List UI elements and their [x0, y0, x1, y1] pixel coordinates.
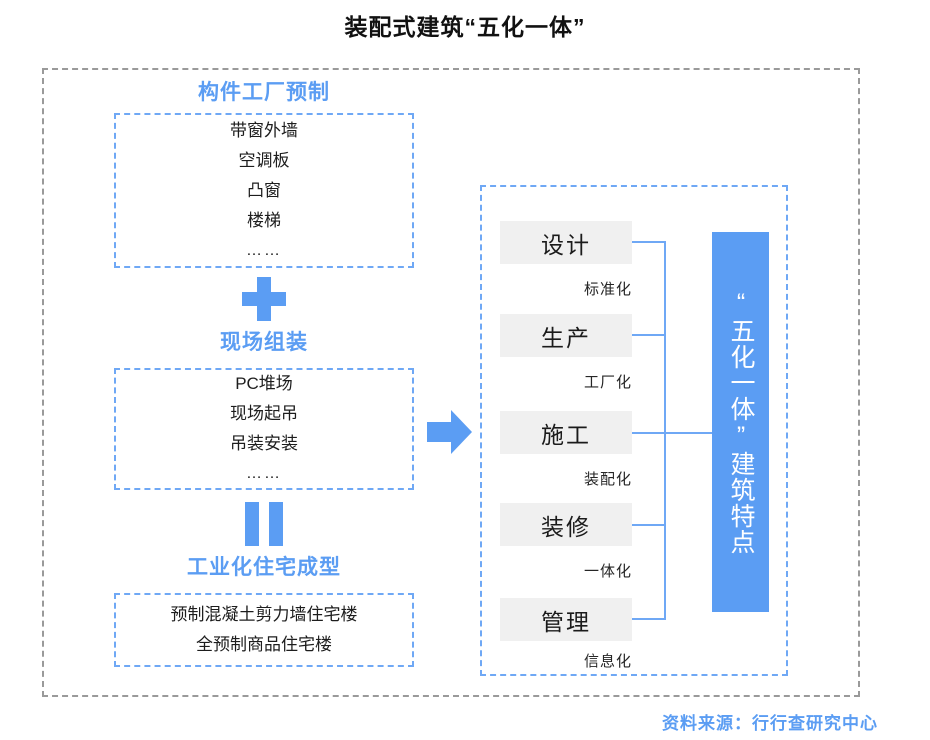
list-item: PC堆场 — [235, 374, 293, 393]
section-heading-assembly: 现场组装 — [220, 331, 308, 354]
stage-caption-construction: 装配化 — [583, 471, 632, 488]
feature-bar-label: “五化一体”建筑特点 — [727, 289, 755, 555]
plus-icon-vertical-bar — [257, 277, 271, 321]
stage-box-design[interactable]: 设计 — [500, 221, 632, 264]
list-item: 空调板 — [238, 150, 290, 170]
feature-bar: “五化一体”建筑特点 — [712, 232, 769, 612]
stage-caption-design: 标准化 — [583, 281, 632, 298]
list-item: 现场起吊 — [230, 404, 298, 423]
connector-line-management — [632, 618, 666, 620]
equals-icon — [245, 502, 283, 546]
source-note: 资料来源：行行查研究中心 — [662, 714, 878, 733]
plus-icon — [242, 277, 286, 321]
stage-caption-decoration: 一体化 — [583, 563, 632, 580]
stage-box-decoration[interactable]: 装修 — [500, 503, 632, 546]
connector-line-production — [632, 334, 666, 336]
list-item: 带窗外墙 — [230, 120, 298, 140]
section-box-assembly: PC堆场 现场起吊 吊装安装 …… — [114, 368, 414, 490]
list-item: 楼梯 — [247, 210, 281, 230]
stage-box-production[interactable]: 生产 — [500, 314, 632, 357]
equals-icon-bar-left — [245, 502, 259, 546]
list-item-ellipsis: …… — [246, 465, 282, 482]
stage-caption-production: 工厂化 — [583, 374, 632, 391]
list-item: 凸窗 — [247, 180, 281, 200]
stage-box-construction[interactable]: 施工 — [500, 411, 632, 454]
section-box-prefab: 带窗外墙 空调板 凸窗 楼梯 …… — [114, 113, 414, 268]
connector-trunk-line — [664, 241, 666, 620]
connector-line-decoration — [632, 524, 666, 526]
list-item: 全预制商品住宅楼 — [196, 635, 332, 654]
list-item: 预制混凝土剪力墙住宅楼 — [170, 605, 358, 624]
stage-box-management[interactable]: 管理 — [500, 598, 632, 641]
page-title: 装配式建筑“五化一体” — [344, 14, 586, 40]
section-box-result: 预制混凝土剪力墙住宅楼 全预制商品住宅楼 — [114, 593, 414, 667]
stage-caption-management: 信息化 — [583, 653, 632, 670]
section-heading-result: 工业化住宅成型 — [187, 556, 341, 579]
equals-icon-bar-right — [269, 502, 283, 546]
connector-line-construction — [632, 432, 712, 434]
list-item-ellipsis: …… — [246, 241, 282, 259]
feature-panel-frame — [480, 185, 788, 676]
diagram-outer-frame — [42, 68, 860, 697]
right-arrow-icon — [427, 408, 473, 456]
section-heading-prefab: 构件工厂预制 — [198, 81, 330, 104]
connector-line-design — [632, 241, 666, 243]
list-item: 吊装安装 — [230, 434, 298, 453]
